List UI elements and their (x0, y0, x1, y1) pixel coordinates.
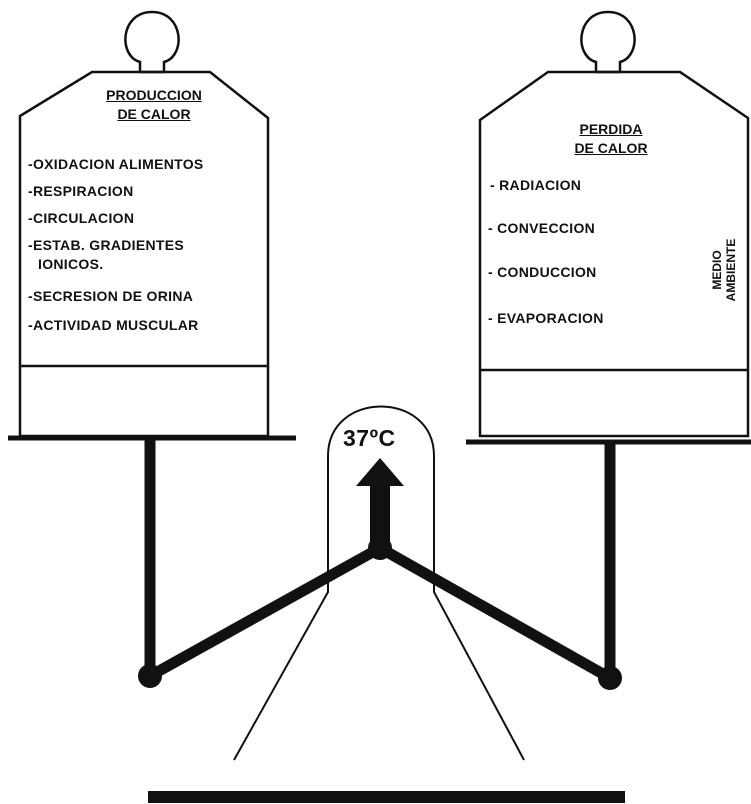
loss-item-1: - RADIACION (490, 177, 582, 193)
left-pivot (138, 664, 162, 688)
environment-label-line2: AMBIENTE (724, 238, 738, 302)
left-weight-handle (124, 10, 180, 74)
pointer-arrow (356, 458, 404, 550)
temperature-label: 37ºC (343, 425, 396, 451)
loss-item-2: - CONVECCION (488, 220, 596, 236)
production-item-7: -ACTIVIDAD MUSCULAR (28, 317, 199, 333)
loss-title: PERDIDA DE CALOR (546, 120, 676, 158)
production-item-4: -ESTAB. GRADIENTES (28, 237, 185, 253)
center-pillar (233, 456, 525, 761)
center-column (233, 405, 525, 761)
production-item-1: -OXIDACION ALIMENTOS (28, 156, 204, 172)
center-dome (327, 405, 435, 457)
right-weight (478, 10, 750, 438)
production-item-2: -RESPIRACION (28, 183, 134, 199)
production-item-5: IONICOS. (38, 256, 104, 272)
loss-item-3: - CONDUCCION (488, 264, 597, 280)
environment-label: MEDIO AMBIENTE (710, 230, 738, 310)
production-item-3: -CIRCULACION (28, 210, 135, 226)
production-title: PRODUCCION DE CALOR (84, 86, 224, 124)
environment-label-line1: MEDIO (710, 250, 724, 290)
loss-title-line2: DE CALOR (574, 140, 648, 156)
right-weight-body (478, 70, 750, 438)
right-weight-handle (580, 10, 636, 74)
left-weight-body (18, 70, 270, 438)
production-item-6: -SECRESION DE ORINA (28, 288, 194, 304)
beam (147, 541, 613, 683)
loss-item-4: - EVAPORACION (488, 310, 604, 326)
right-pivot (598, 666, 622, 690)
production-title-line2: DE CALOR (117, 106, 191, 122)
loss-title-line1: PERDIDA (579, 121, 643, 137)
production-title-line1: PRODUCCION (106, 87, 202, 103)
